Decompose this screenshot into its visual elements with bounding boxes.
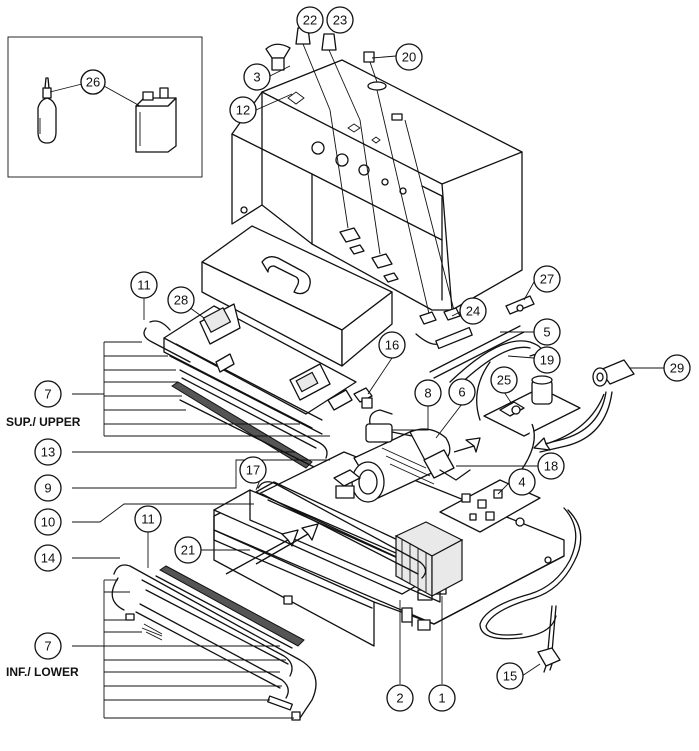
svg-text:22: 22 [303, 13, 317, 28]
callout-16: 16 [378, 331, 406, 359]
svg-text:25: 25 [497, 373, 511, 388]
svg-text:7: 7 [44, 639, 51, 654]
fitting-24 [419, 307, 461, 325]
svg-text:27: 27 [540, 272, 554, 287]
callout-17: 17 [239, 456, 267, 484]
callout-9: 9 [34, 474, 62, 502]
callout-8: 8 [414, 379, 442, 407]
callout-15: 15 [496, 662, 524, 690]
svg-text:20: 20 [402, 50, 416, 65]
callout-23: 23 [326, 6, 354, 34]
callout-2: 2 [386, 684, 414, 712]
callout-21: 21 [174, 536, 202, 564]
svg-text:16: 16 [385, 338, 399, 353]
svg-text:15: 15 [503, 669, 517, 684]
callout-25: 25 [490, 366, 518, 394]
callout-14: 14 [34, 544, 62, 572]
callout-18: 18 [537, 452, 565, 480]
oil-canister [135, 87, 177, 153]
svg-text:8: 8 [424, 386, 431, 401]
callout-20: 20 [395, 43, 423, 71]
accessory-inset: 26 [7, 36, 203, 178]
callout-19: 19 [533, 346, 561, 374]
vacuum-pump-motor [351, 428, 471, 503]
connector-29 [535, 359, 635, 453]
lower-seal-parts [111, 564, 317, 721]
upper-sealing-assembly [143, 303, 357, 435]
upper-section-label: SUP./ UPPER [6, 415, 81, 429]
svg-text:28: 28 [174, 293, 188, 308]
svg-text:1: 1 [438, 691, 445, 706]
svg-text:12: 12 [236, 103, 250, 118]
callout-5: 5 [533, 318, 561, 346]
svg-text:14: 14 [41, 551, 55, 566]
svg-text:26: 26 [86, 75, 100, 90]
callout-7-lower: 7 [34, 632, 62, 660]
top-cover [231, 59, 523, 311]
svg-text:23: 23 [333, 13, 347, 28]
callout-24: 24 [459, 297, 487, 325]
callout-10: 10 [34, 508, 62, 536]
connector-16 [353, 387, 373, 409]
svg-text:13: 13 [41, 445, 55, 460]
svg-text:7: 7 [44, 387, 51, 402]
chamber-lid [201, 225, 393, 367]
callout-28: 28 [167, 286, 195, 314]
svg-text:19: 19 [540, 353, 554, 368]
svg-text:11: 11 [137, 278, 151, 293]
leader-lines [72, 55, 664, 719]
callout-11-lower: 11 [134, 505, 162, 533]
cover-gasket [257, 481, 427, 579]
transformer [394, 521, 464, 598]
svg-text:2: 2 [396, 691, 403, 706]
callout-7-upper: 7 [34, 380, 62, 408]
callout-26-label: 26 [80, 69, 106, 95]
small-oil-bottle [37, 77, 57, 144]
callout-12: 12 [229, 96, 257, 124]
power-cord [479, 507, 582, 673]
svg-text:5: 5 [543, 325, 550, 340]
fitting-27 [505, 295, 535, 315]
callout-11-upper: 11 [130, 271, 158, 299]
solenoid-valve [333, 409, 393, 499]
callout-29: 29 [663, 354, 691, 382]
svg-text:9: 9 [44, 481, 51, 496]
callout-1: 1 [428, 684, 456, 712]
svg-text:18: 18 [544, 459, 558, 474]
callout-22: 22 [296, 6, 324, 34]
callout-3: 3 [243, 63, 271, 91]
svg-text:24: 24 [466, 304, 480, 319]
svg-text:11: 11 [141, 512, 155, 527]
svg-text:29: 29 [670, 361, 684, 376]
sensor-board [483, 375, 581, 437]
assembly-arrows [225, 393, 605, 575]
svg-text:6: 6 [458, 385, 465, 400]
callout-13: 13 [34, 438, 62, 466]
svg-text:17: 17 [246, 463, 260, 478]
svg-text:4: 4 [518, 475, 525, 490]
callout-4: 4 [508, 468, 536, 496]
callout-6: 6 [448, 378, 476, 406]
svg-text:3: 3 [253, 70, 260, 85]
svg-text:21: 21 [181, 543, 195, 558]
hose-fittings [329, 89, 457, 319]
svg-text:10: 10 [41, 515, 55, 530]
callout-27: 27 [533, 265, 561, 293]
lower-section-label: INF./ LOWER [6, 665, 79, 679]
